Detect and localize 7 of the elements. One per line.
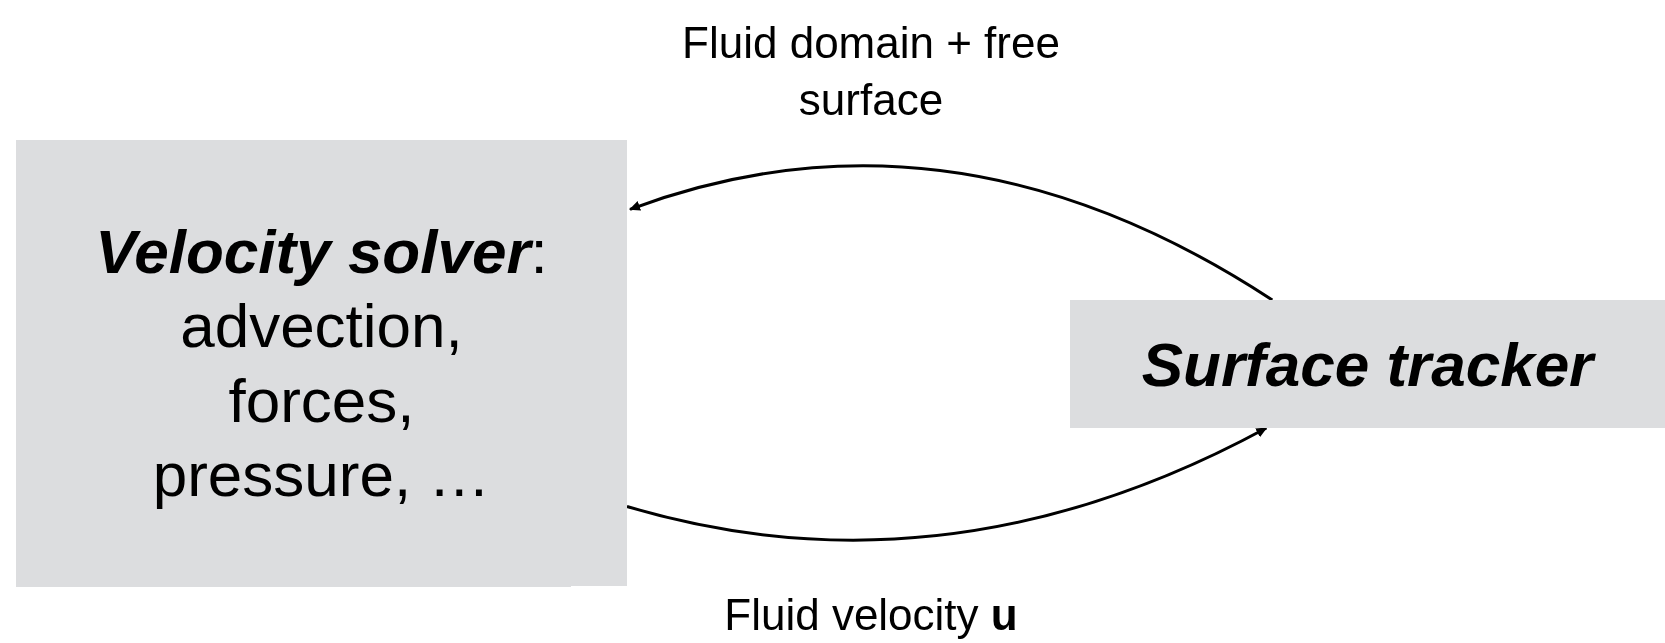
arrow [626, 426, 1268, 542]
tracker-box [1070, 300, 1665, 428]
box-title: Surface tracker [1141, 328, 1594, 401]
box-title: Velocity solver: [95, 215, 548, 288]
solver-box [16, 140, 627, 587]
box-text: advection, forces, pressure, … [151, 290, 492, 511]
arrow [629, 164, 1274, 302]
